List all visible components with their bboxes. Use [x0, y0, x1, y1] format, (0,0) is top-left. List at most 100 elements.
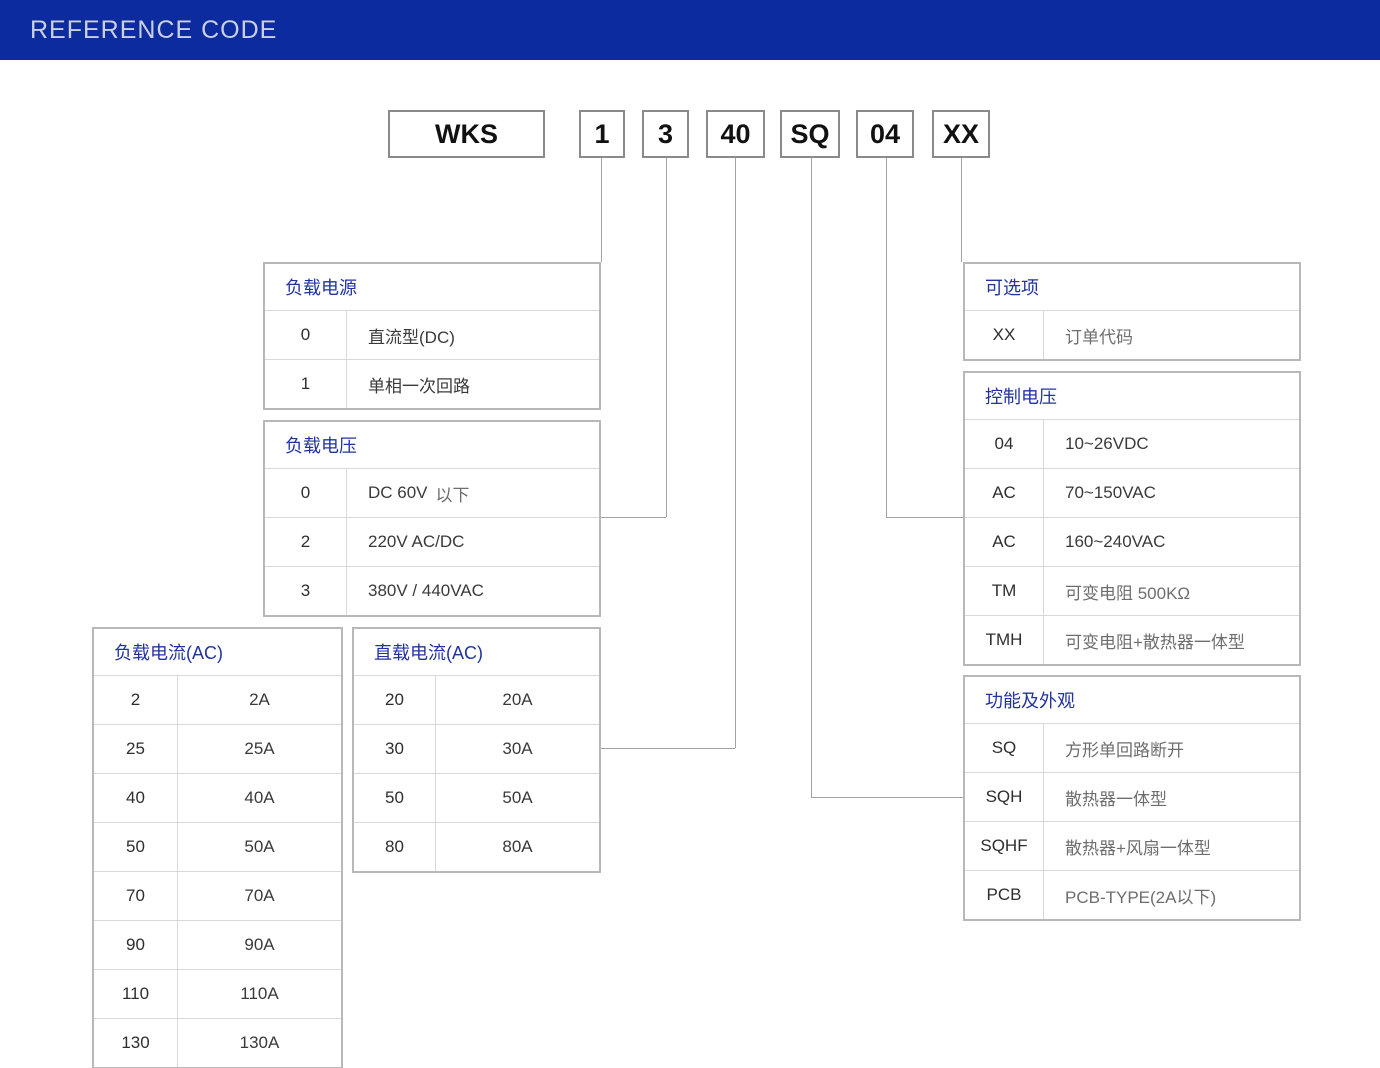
connector-function-vertical — [811, 158, 812, 797]
row-code: AC — [965, 518, 1044, 566]
page-header-bar: REFERENCE CODE — [0, 0, 1380, 60]
connector-load-power-vertical — [601, 158, 602, 262]
row-desc: 110A — [240, 984, 279, 1003]
row-desc: 25A — [244, 739, 275, 758]
row-code: SQH — [965, 773, 1044, 821]
connector-load-voltage-horizontal — [601, 517, 666, 518]
code-box-load-current: 40 — [706, 110, 765, 158]
row-code: 0 — [265, 469, 347, 517]
row-desc: 160~240VAC — [1065, 532, 1166, 551]
row-code: SQHF — [965, 822, 1044, 870]
table-control-voltage: 控制电压 04 10~26VDC AC 70~150VAC AC 160~240… — [963, 371, 1301, 666]
table-row: SQH 散热器一体型 — [965, 772, 1299, 821]
row-code: AC — [965, 469, 1044, 517]
row-code: 90 — [94, 921, 178, 969]
table-row: 50 50A — [94, 822, 341, 871]
row-code: 0 — [265, 311, 347, 359]
row-desc: 50A — [502, 788, 533, 807]
row-code: TM — [965, 567, 1044, 615]
row-desc: 90A — [244, 935, 275, 954]
row-code: 04 — [965, 420, 1044, 468]
row-code: 25 — [94, 725, 178, 773]
table-load-voltage: 负载电压 0 DC 60V 以下 2 220V AC/DC 3 380V / 44… — [263, 420, 601, 617]
code-box-series: WKS — [388, 110, 545, 158]
row-code: 130 — [94, 1019, 178, 1067]
code-box-load-voltage: 3 — [642, 110, 689, 158]
row-code: 40 — [94, 774, 178, 822]
row-code: 2 — [94, 676, 178, 724]
table-row: 3 380V / 440VAC — [265, 566, 599, 615]
row-code: 30 — [354, 725, 436, 773]
row-desc: 220V AC/DC — [368, 532, 465, 551]
table-options-title: 可选项 — [985, 278, 1039, 298]
table-row: 2 220V AC/DC — [265, 517, 599, 566]
table-row: 70 70A — [94, 871, 341, 920]
row-desc-main: DC 60V — [368, 483, 428, 502]
connector-control-voltage-horizontal — [886, 517, 963, 518]
row-code: 80 — [354, 823, 436, 871]
table-load-power-title: 负载电源 — [285, 278, 357, 298]
table-row: 04 10~26VDC — [965, 419, 1299, 468]
row-desc: 70A — [244, 886, 275, 905]
table-direct-current-ac: 直载电流(AC) 20 20A 30 30A 50 50A 80 80A — [352, 627, 601, 873]
table-control-voltage-title: 控制电压 — [985, 387, 1057, 407]
row-desc: 可变电阻+散热器一体型 — [1065, 632, 1245, 652]
row-desc: 50A — [244, 837, 275, 856]
table-row: 0 DC 60V 以下 — [265, 468, 599, 517]
table-row: XX 订单代码 — [965, 310, 1299, 359]
code-box-options: XX — [932, 110, 990, 158]
table-row: SQHF 散热器+风扇一体型 — [965, 821, 1299, 870]
table-row: 40 40A — [94, 773, 341, 822]
code-box-function: SQ — [780, 110, 840, 158]
table-row: PCB PCB-TYPE(2A以下) — [965, 870, 1299, 919]
table-load-current-ac-title: 负载电流(AC) — [114, 643, 223, 663]
row-desc: 20A — [502, 690, 533, 709]
table-row: 25 25A — [94, 724, 341, 773]
table-row: 110 110A — [94, 969, 341, 1018]
code-box-control-voltage: 04 — [856, 110, 914, 158]
row-desc: DC 60V 以下 — [347, 469, 599, 517]
row-desc: 70~150VAC — [1065, 483, 1156, 502]
row-code: 50 — [94, 823, 178, 871]
table-row: 90 90A — [94, 920, 341, 969]
row-code: 20 — [354, 676, 436, 724]
table-row: 0 直流型(DC) — [265, 310, 599, 359]
row-desc: 散热器+风扇一体型 — [1065, 838, 1211, 858]
row-desc: PCB-TYPE(2A以下) — [1065, 887, 1217, 907]
table-row: 2 2A — [94, 675, 341, 724]
row-code: 110 — [94, 970, 178, 1018]
row-code: 2 — [265, 518, 347, 566]
table-row: TM 可变电阻 500KΩ — [965, 566, 1299, 615]
row-desc: 可变电阻 500KΩ — [1065, 583, 1191, 603]
table-row: TMH 可变电阻+散热器一体型 — [965, 615, 1299, 664]
row-code: PCB — [965, 871, 1044, 919]
row-desc-suffix: 以下 — [435, 485, 470, 505]
connector-load-current-horizontal — [601, 748, 735, 749]
row-desc: 直流型(DC) — [368, 327, 455, 347]
table-function-appearance-title: 功能及外观 — [985, 691, 1075, 711]
table-row: AC 160~240VAC — [965, 517, 1299, 566]
table-row: 1 单相一次回路 — [265, 359, 599, 408]
page-title: REFERENCE CODE — [30, 15, 278, 44]
connector-load-voltage-vertical — [666, 158, 667, 517]
row-desc: 方形单回路断开 — [1065, 740, 1184, 760]
row-desc: 30A — [502, 739, 533, 758]
code-box-load-power: 1 — [579, 110, 625, 158]
table-direct-current-ac-title: 直载电流(AC) — [374, 643, 483, 663]
row-code: SQ — [965, 724, 1044, 772]
connector-options-vertical — [961, 158, 962, 262]
row-code: 1 — [265, 360, 347, 408]
connector-function-horizontal — [811, 797, 963, 798]
table-row: SQ 方形单回路断开 — [965, 723, 1299, 772]
table-row: 130 130A — [94, 1018, 341, 1067]
connector-control-voltage-vertical — [886, 158, 887, 517]
table-row: 30 30A — [354, 724, 599, 773]
table-load-voltage-title: 负载电压 — [285, 436, 357, 456]
row-desc: 单相一次回路 — [368, 376, 470, 396]
row-code: 50 — [354, 774, 436, 822]
row-desc: 订单代码 — [1065, 327, 1133, 347]
row-code: 70 — [94, 872, 178, 920]
row-code: XX — [965, 311, 1044, 359]
row-desc: 40A — [244, 788, 275, 807]
